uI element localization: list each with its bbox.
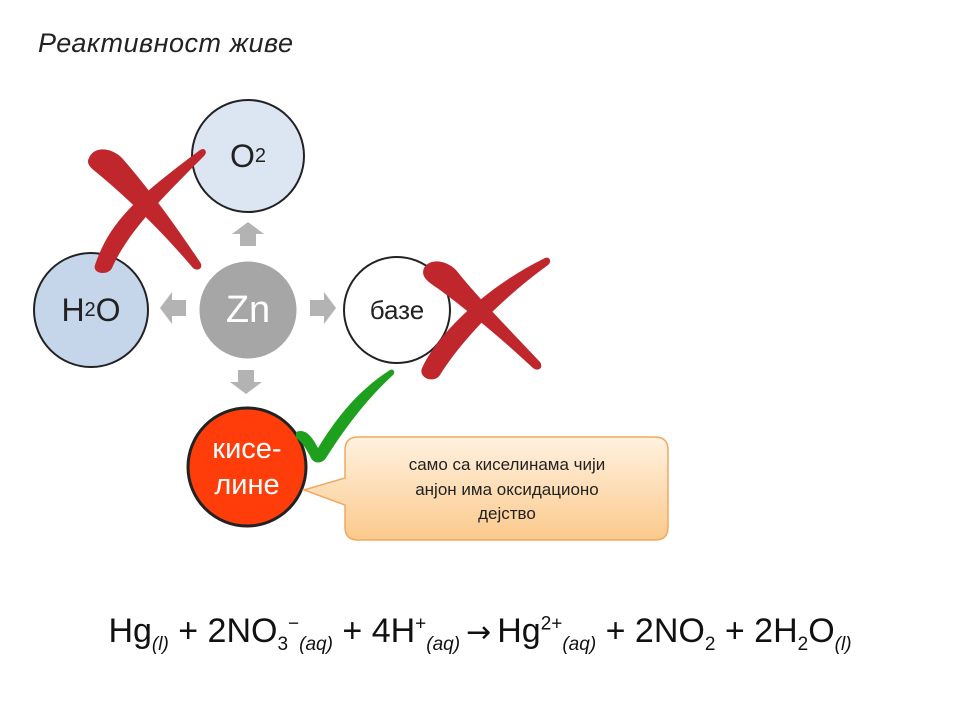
o2-sub: 2 [254, 144, 266, 167]
node-o2 [191, 99, 305, 213]
eq-h2o-phase: (l) [834, 633, 852, 655]
eq-hg2-charge: 2+ [540, 613, 563, 635]
arrow-left [160, 292, 186, 324]
h2o-sub: 2 [84, 298, 96, 321]
eq-h-charge: + [415, 613, 427, 635]
arrow-down [230, 370, 262, 394]
arrow-up [232, 222, 264, 246]
callout-bubble [301, 436, 669, 541]
h2o-pre: H [61, 291, 85, 328]
eq-no2-sub: 2 [704, 633, 716, 655]
label-kiseline: кисе- лине [188, 408, 306, 526]
eq-no3-charge: − [288, 613, 300, 635]
eq-hg-phase: (l) [151, 633, 169, 655]
eq-h: + 4H [332, 612, 416, 650]
eq-hg2-phase: (aq) [562, 633, 597, 655]
eq-arrow: → [466, 615, 492, 650]
node-zn [196, 258, 300, 362]
callout-text: само са киселинама чији анјон има оксида… [352, 442, 662, 538]
eq-no3-phase: (aq) [299, 633, 333, 655]
callout-line1: само са киселинама чији [408, 455, 606, 475]
cross-mark-baze [421, 257, 551, 380]
label-baze: базе [344, 257, 450, 363]
eq-no3: + 2NO [168, 612, 278, 650]
eq-no3-sub: 3 [277, 633, 289, 655]
eq-h2: + 2H [715, 612, 798, 650]
arrow-right [310, 292, 336, 324]
slide-title: Реактивност живе [38, 28, 294, 58]
callout-line2: анјон има оксидационо [415, 479, 599, 499]
callout-line3: дејство [478, 504, 536, 524]
h2o-post: O [95, 291, 121, 328]
o2-main: O [229, 137, 255, 174]
node-h2o [33, 252, 149, 368]
label-zn: Zn [198, 260, 298, 360]
zn-text: Zn [225, 288, 271, 331]
eq-h-phase: (aq) [426, 633, 461, 655]
eq-no2: + 2NO [596, 612, 705, 650]
eq-o: O [808, 612, 835, 650]
kiseline-line1: кисе- [212, 432, 282, 465]
eq-h2-sub: 2 [797, 633, 809, 655]
arrows [160, 222, 336, 394]
node-kiseline [186, 406, 308, 528]
reaction-equation: Hg(l) + 2NO3−(aq) + 4H+(aq)→Hg2+(aq) + 2… [0, 612, 960, 656]
eq-hg: Hg [108, 612, 152, 650]
check-mark-kiseline [296, 369, 395, 463]
baze-text: базе [369, 294, 425, 325]
kiseline-line2: лине [214, 469, 280, 501]
eq-hg2: Hg [497, 612, 541, 650]
cross-mark-o2-h2o [88, 149, 206, 274]
node-baze [343, 256, 451, 364]
